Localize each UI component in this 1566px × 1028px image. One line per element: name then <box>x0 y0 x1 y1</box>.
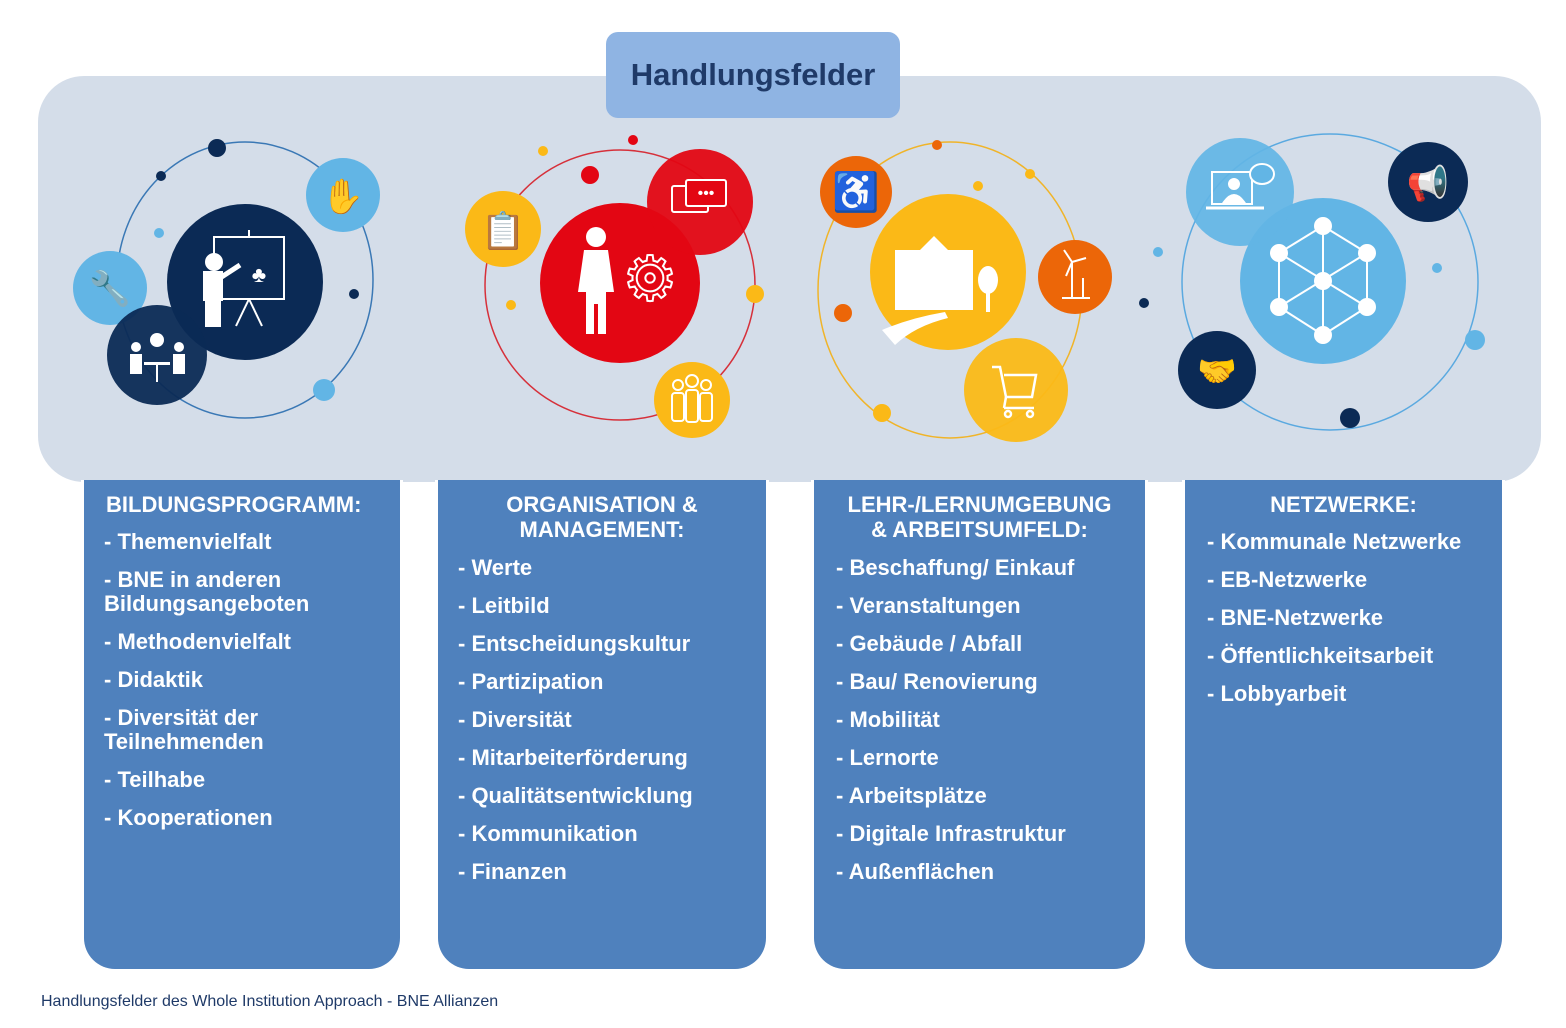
list-item: - Außenflächen <box>836 859 995 884</box>
cluster-organisation: ⚙ ••• 📋 <box>465 135 764 438</box>
list-item: - Veranstaltungen <box>836 593 1021 618</box>
list-item: - Mitarbeiterförderung <box>458 745 688 770</box>
title-box: Handlungsfelder <box>606 32 900 118</box>
building-icon <box>882 236 998 345</box>
item-list: - Beschaffung/ Einkauf - Veranstaltungen… <box>814 556 1145 884</box>
raised-hands-icon: ✋ <box>322 177 364 216</box>
person-gear-icon: ⚙ <box>578 227 679 334</box>
column-lernumgebung: LEHR-/LERNUMGEBUNG& ARBEITSUMFELD: - Bes… <box>811 480 1148 972</box>
list-item: - Teilhabe <box>104 767 206 792</box>
list-item: - Methodenvielfalt <box>104 629 292 654</box>
list-item: - Entscheidungskultur <box>458 631 691 656</box>
shopping-cart-icon <box>992 365 1038 419</box>
page-title: Handlungsfelder <box>630 57 876 92</box>
list-item: - Werte <box>458 555 533 580</box>
list-item: - Didaktik <box>104 667 204 692</box>
list-item: - BNE in anderen Bildungsangeboten <box>104 567 310 616</box>
group-icon <box>671 374 713 423</box>
item-list: - Themenvielfalt - BNE in anderen Bildun… <box>84 530 400 830</box>
illustration: ♣ ✋ 🔧 ⚙ ••• 📋 <box>73 133 1485 442</box>
item-list: - Kommunale Netzwerke - EB-Netzwerke - B… <box>1185 530 1502 706</box>
handshake-icon: 🤝 <box>1197 353 1237 389</box>
list-item: - Mobilität <box>836 707 940 732</box>
list-item: - Digitale Infrastruktur <box>836 821 1066 846</box>
list-item: - Öffentlichkeitsarbeit <box>1207 643 1434 668</box>
list-item: - Diversität <box>458 707 572 732</box>
column-organisation: ORGANISATION &MANAGEMENT: - Werte - Leit… <box>435 480 769 972</box>
list-item: - Arbeitsplätze <box>836 783 987 808</box>
column-heading: ORGANISATION &MANAGEMENT: <box>506 492 698 542</box>
svg-text:⚙: ⚙ <box>622 245 678 314</box>
list-item: - Lobbyarbeit <box>1207 681 1347 706</box>
presentation-icon: ♣ <box>203 230 285 327</box>
list-item: - Kommunikation <box>458 821 638 846</box>
column-bildungsprogramm: BILDUNGSPROGRAMM: - Themenvielfalt - BNE… <box>81 480 403 972</box>
clipboard-icon: 📋 <box>481 210 526 251</box>
column-heading: NETZWERKE: <box>1270 492 1417 517</box>
list-item: - Kooperationen <box>104 805 273 830</box>
chat-icon: ••• <box>671 179 727 213</box>
column-netzwerke: NETZWERKE: - Kommunale Netzwerke - EB-Ne… <box>1182 480 1505 972</box>
list-item: - Diversität der Teilnehmenden <box>104 705 264 754</box>
item-list: - Werte - Leitbild - Entscheidungskultur… <box>438 556 766 884</box>
wind-turbine-icon <box>1062 249 1090 299</box>
svg-text:•••: ••• <box>698 185 715 202</box>
list-item: - Themenvielfalt <box>104 529 272 554</box>
list-item: - Finanzen <box>458 859 567 884</box>
cluster-netzwerke: 📢 🤝 <box>1139 133 1485 431</box>
video-call-icon <box>1206 163 1275 210</box>
figure-caption: Handlungsfelder des Whole Institution Ap… <box>41 993 499 1010</box>
list-item: - Kommunale Netzwerke <box>1207 529 1462 554</box>
wrench-icon: 🔧 <box>89 268 131 308</box>
column-heading: LEHR-/LERNUMGEBUNG& ARBEITSUMFELD: <box>847 492 1112 542</box>
megaphone-icon: 📢 <box>1407 164 1449 204</box>
cluster-bildungsprogramm: ♣ ✋ 🔧 <box>73 139 380 419</box>
list-item: - Lernorte <box>836 745 939 770</box>
team-meeting-icon <box>130 333 185 382</box>
list-item: - Partizipation <box>458 669 604 694</box>
svg-text:♣: ♣ <box>252 262 266 287</box>
list-item: - BNE-Netzwerke <box>1207 605 1384 630</box>
list-item: - Bau/ Renovierung <box>836 669 1038 694</box>
network-icon <box>1270 217 1376 344</box>
list-item: - Gebäude / Abfall <box>836 631 1023 656</box>
list-item: - Beschaffung/ Einkauf <box>836 555 1075 580</box>
list-item: - Qualitätsentwicklung <box>458 783 693 808</box>
column-heading: BILDUNGSPROGRAMM: <box>106 492 362 517</box>
list-item: - Leitbild <box>458 593 550 618</box>
cluster-lernumgebung: ♿ <box>817 140 1112 442</box>
wheelchair-icon: ♿ <box>832 170 879 214</box>
list-item: - EB-Netzwerke <box>1207 567 1368 592</box>
